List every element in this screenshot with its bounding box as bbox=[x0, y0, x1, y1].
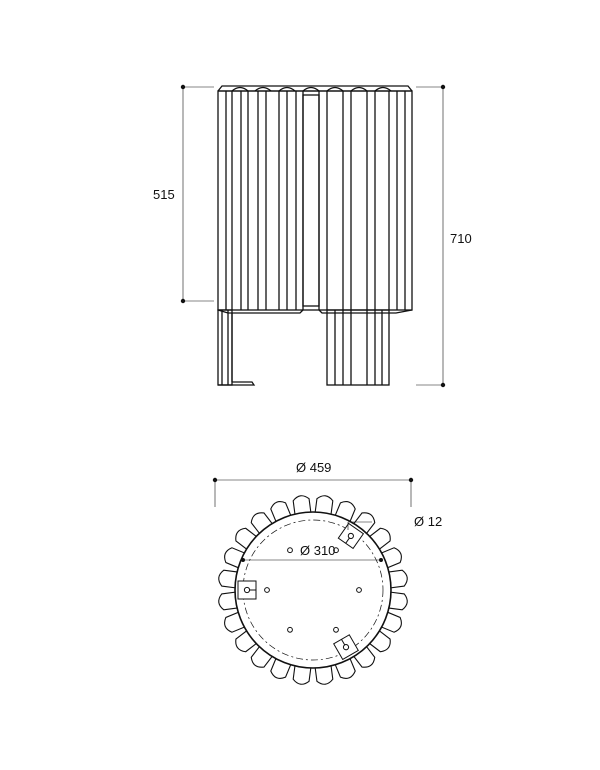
slat bbox=[235, 629, 259, 653]
slat bbox=[352, 512, 376, 536]
slat bbox=[250, 512, 274, 536]
mounting-hole bbox=[356, 587, 362, 593]
bracket bbox=[333, 634, 359, 661]
mounting-brackets bbox=[237, 522, 365, 661]
slat bbox=[314, 663, 334, 685]
inner-panel bbox=[302, 94, 320, 307]
upper-body-outline bbox=[217, 90, 413, 311]
slat bbox=[250, 644, 274, 668]
bolt-circle bbox=[242, 519, 384, 661]
dimension-label-710: 710 bbox=[450, 231, 472, 246]
slat bbox=[367, 629, 391, 653]
top-rim bbox=[217, 85, 413, 92]
slat bbox=[314, 495, 334, 517]
slat bbox=[386, 569, 408, 589]
mounting-hole bbox=[287, 547, 293, 554]
top-view bbox=[218, 495, 408, 685]
mounting-hole bbox=[287, 626, 293, 633]
outer-shell bbox=[234, 511, 392, 669]
dimension-710: 710 bbox=[416, 84, 472, 388]
dimension-515: 515 bbox=[153, 84, 214, 304]
upper-slats bbox=[225, 91, 406, 310]
slat-ring bbox=[218, 495, 408, 685]
mounting-hole bbox=[333, 626, 339, 633]
side-view bbox=[217, 85, 413, 386]
dimension-label-outer-diameter: Ø 459 bbox=[296, 460, 331, 475]
dimension-label-hole-diameter: Ø 12 bbox=[414, 514, 442, 529]
dimension-inner-diameter: Ø 310 bbox=[241, 543, 383, 562]
slat bbox=[352, 644, 376, 668]
bracket bbox=[337, 522, 365, 550]
dimension-outer-diameter: Ø 459 bbox=[212, 460, 414, 507]
mounting-hole bbox=[264, 587, 270, 593]
bracket bbox=[237, 580, 257, 600]
slat bbox=[292, 495, 312, 517]
dimension-hole-diameter: Ø 12 bbox=[347, 514, 442, 530]
mounting-hole bbox=[333, 547, 339, 554]
slat bbox=[218, 569, 240, 589]
slat bbox=[367, 527, 391, 551]
slat bbox=[386, 591, 408, 611]
slat bbox=[235, 527, 259, 551]
dimension-label-inner-diameter: Ø 310 bbox=[300, 543, 335, 558]
slat bbox=[218, 591, 240, 611]
mounting-holes bbox=[264, 547, 362, 633]
dimension-label-515: 515 bbox=[153, 187, 175, 202]
left-leg bbox=[217, 309, 256, 386]
slat bbox=[292, 663, 312, 685]
upper-bottom-edge bbox=[217, 309, 413, 314]
right-lower-body bbox=[326, 309, 390, 386]
